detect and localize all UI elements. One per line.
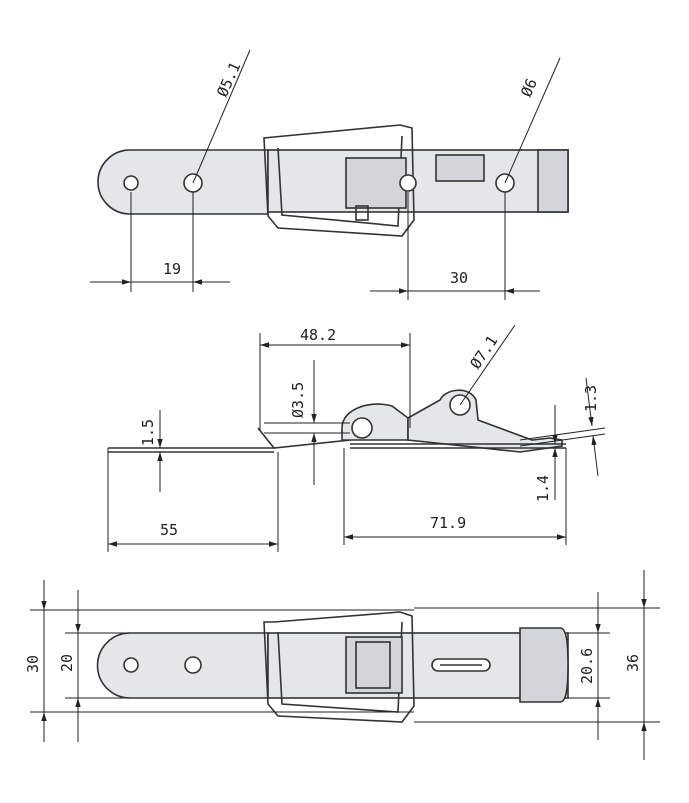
dim-side-thickness-13: 1.3 [582, 385, 600, 412]
top-view [90, 49, 569, 300]
dim-bottom-height-206: 20.6 [578, 648, 596, 684]
side-view [107, 324, 606, 552]
dim-side-thickness-14: 1.4 [534, 475, 552, 502]
dim-top-hole-spacing-right: 30 [450, 269, 468, 287]
dim-side-length-55: 55 [160, 521, 178, 539]
dim-side-hole-dia-35: Ø3.5 [289, 382, 307, 418]
dim-side-length-719: 71.9 [430, 514, 466, 532]
dim-bottom-height-36: 36 [624, 654, 642, 672]
dim-top-hole-dia-right: Ø6 [517, 76, 541, 100]
dim-top-hole-spacing-left: 19 [163, 260, 181, 278]
dim-side-thickness-15: 1.5 [139, 419, 157, 446]
dim-bottom-height-20: 20 [58, 654, 76, 672]
bottom-view [30, 570, 660, 760]
dim-side-distance-48: 48.2 [300, 326, 336, 344]
dim-top-hole-dia-left: Ø5.1 [213, 59, 244, 99]
dim-bottom-height-30: 30 [24, 655, 42, 673]
